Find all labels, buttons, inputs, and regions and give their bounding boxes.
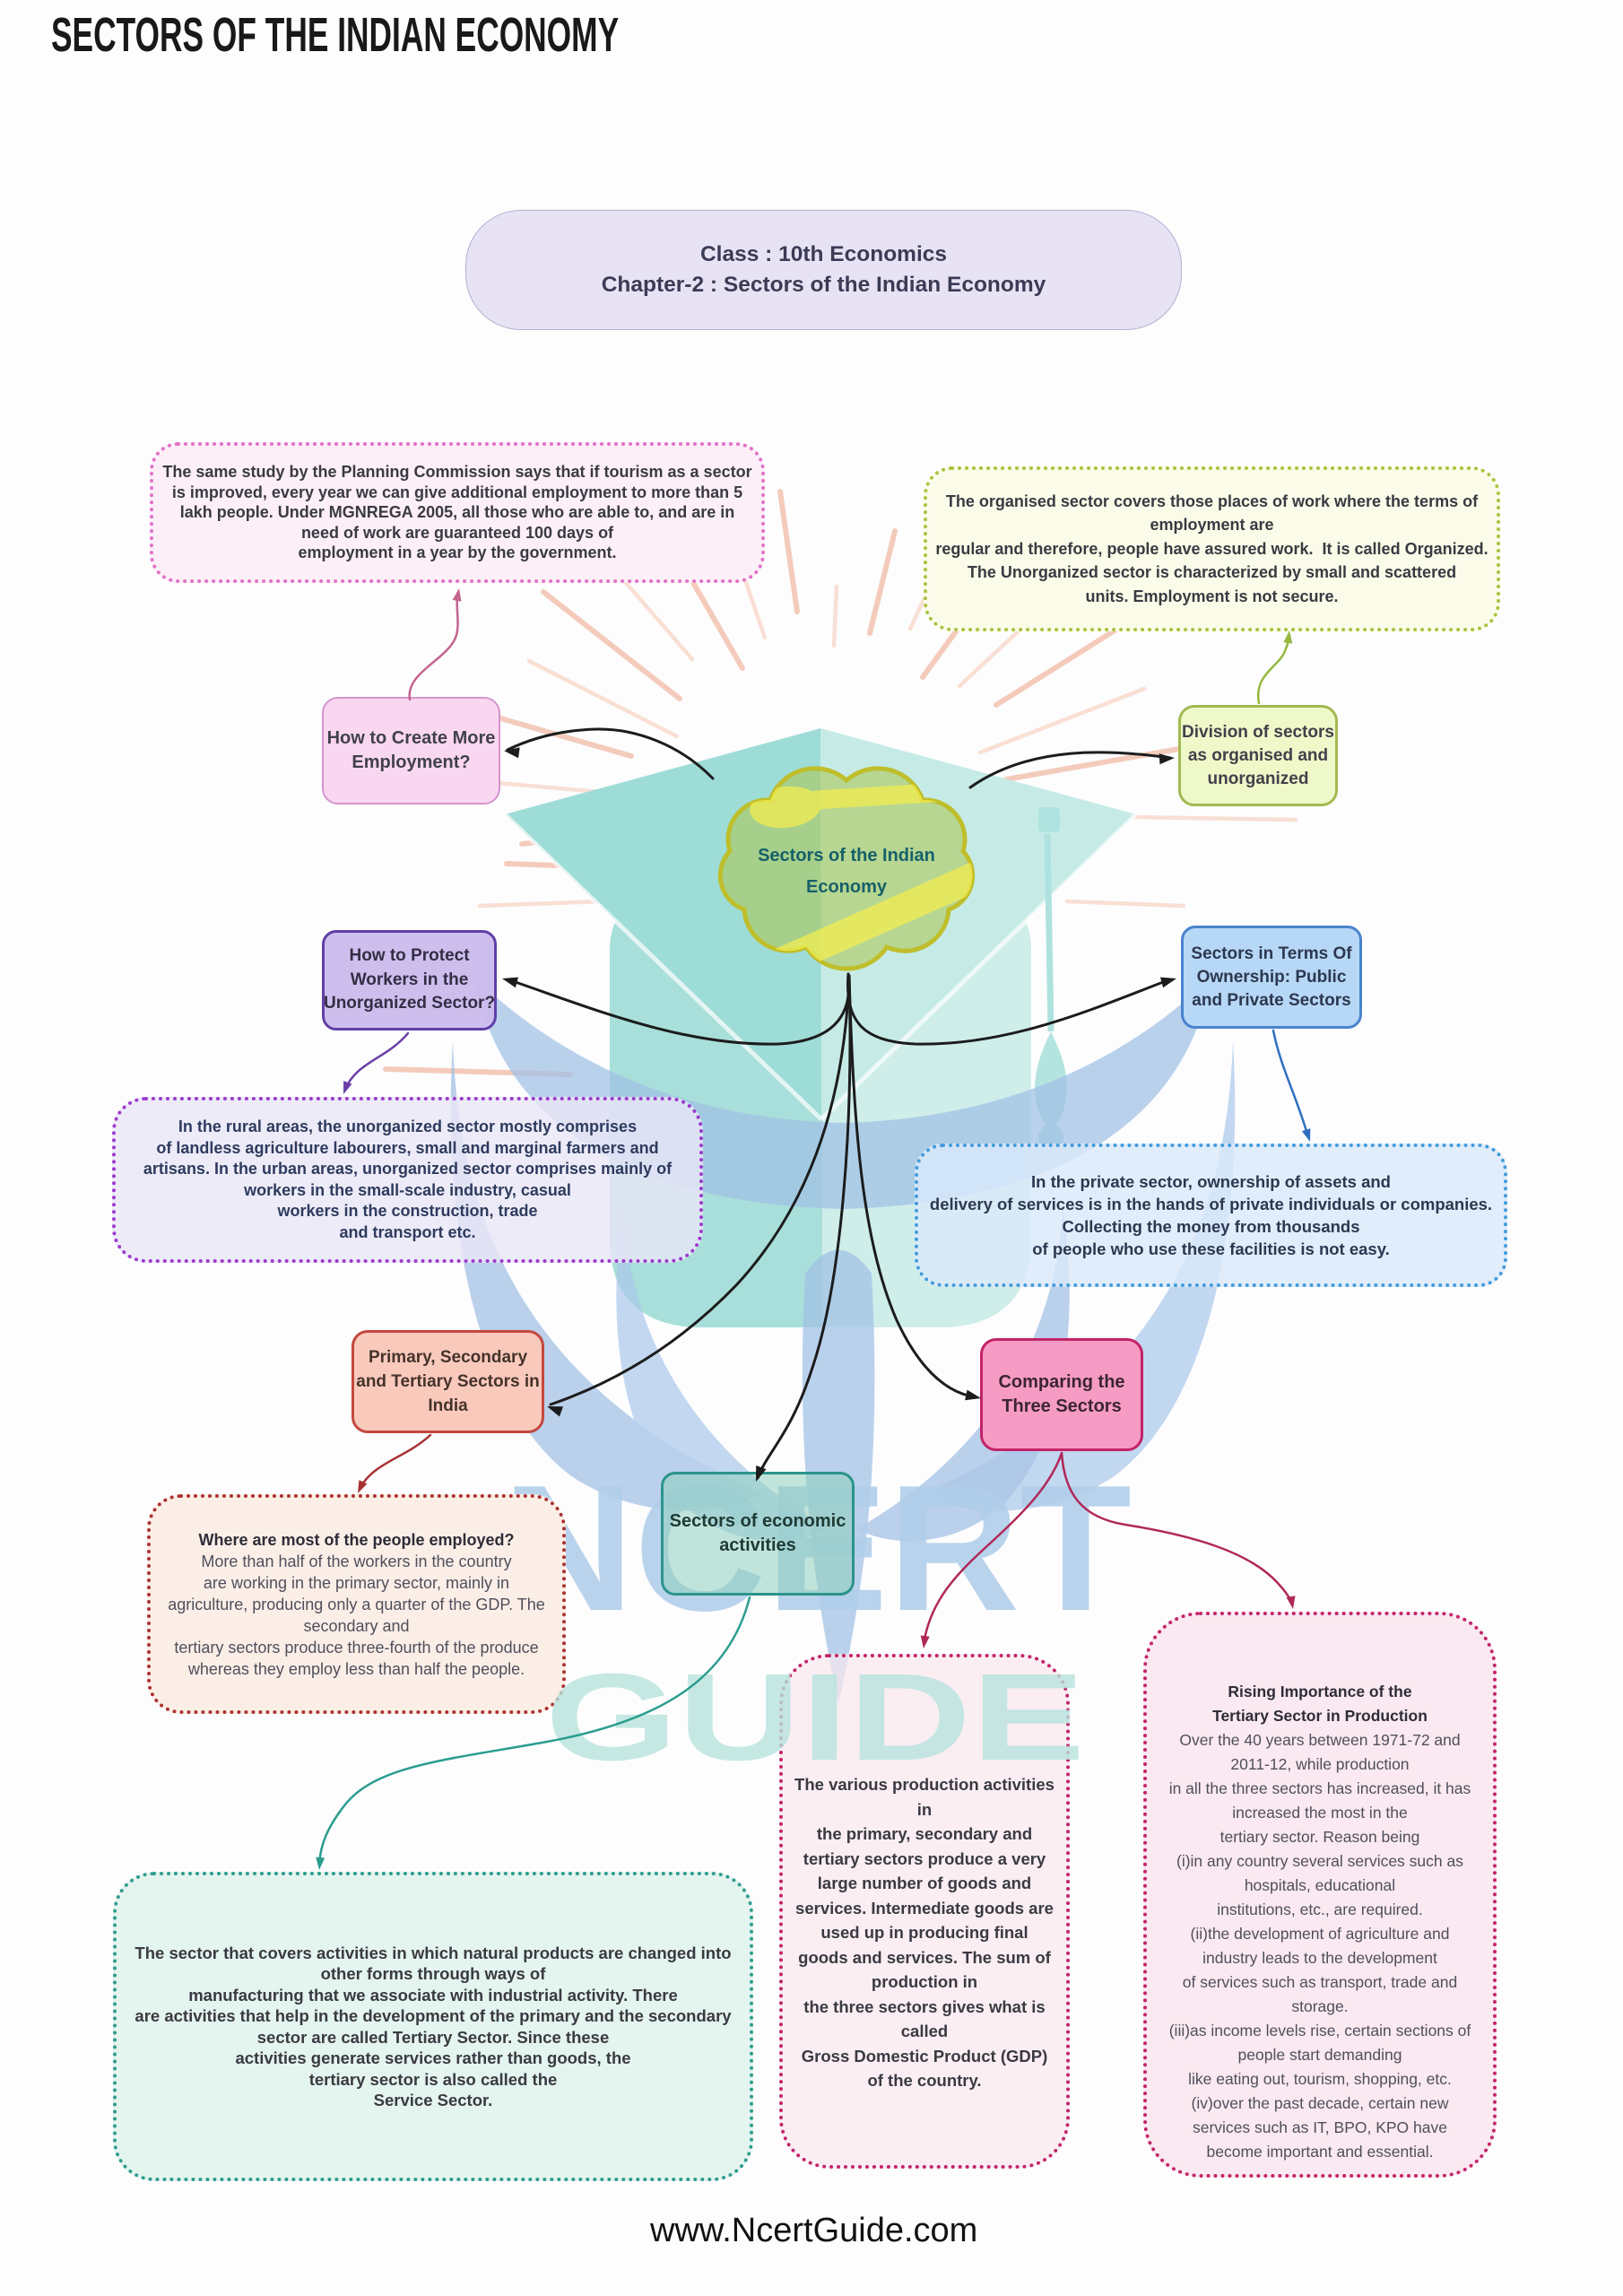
svg-text:GUIDE: GUIDE [545, 1648, 1085, 1787]
svg-text:Sectors of the Indian: Sectors of the Indian [758, 846, 935, 865]
svg-text:Economy: Economy [806, 877, 888, 897]
